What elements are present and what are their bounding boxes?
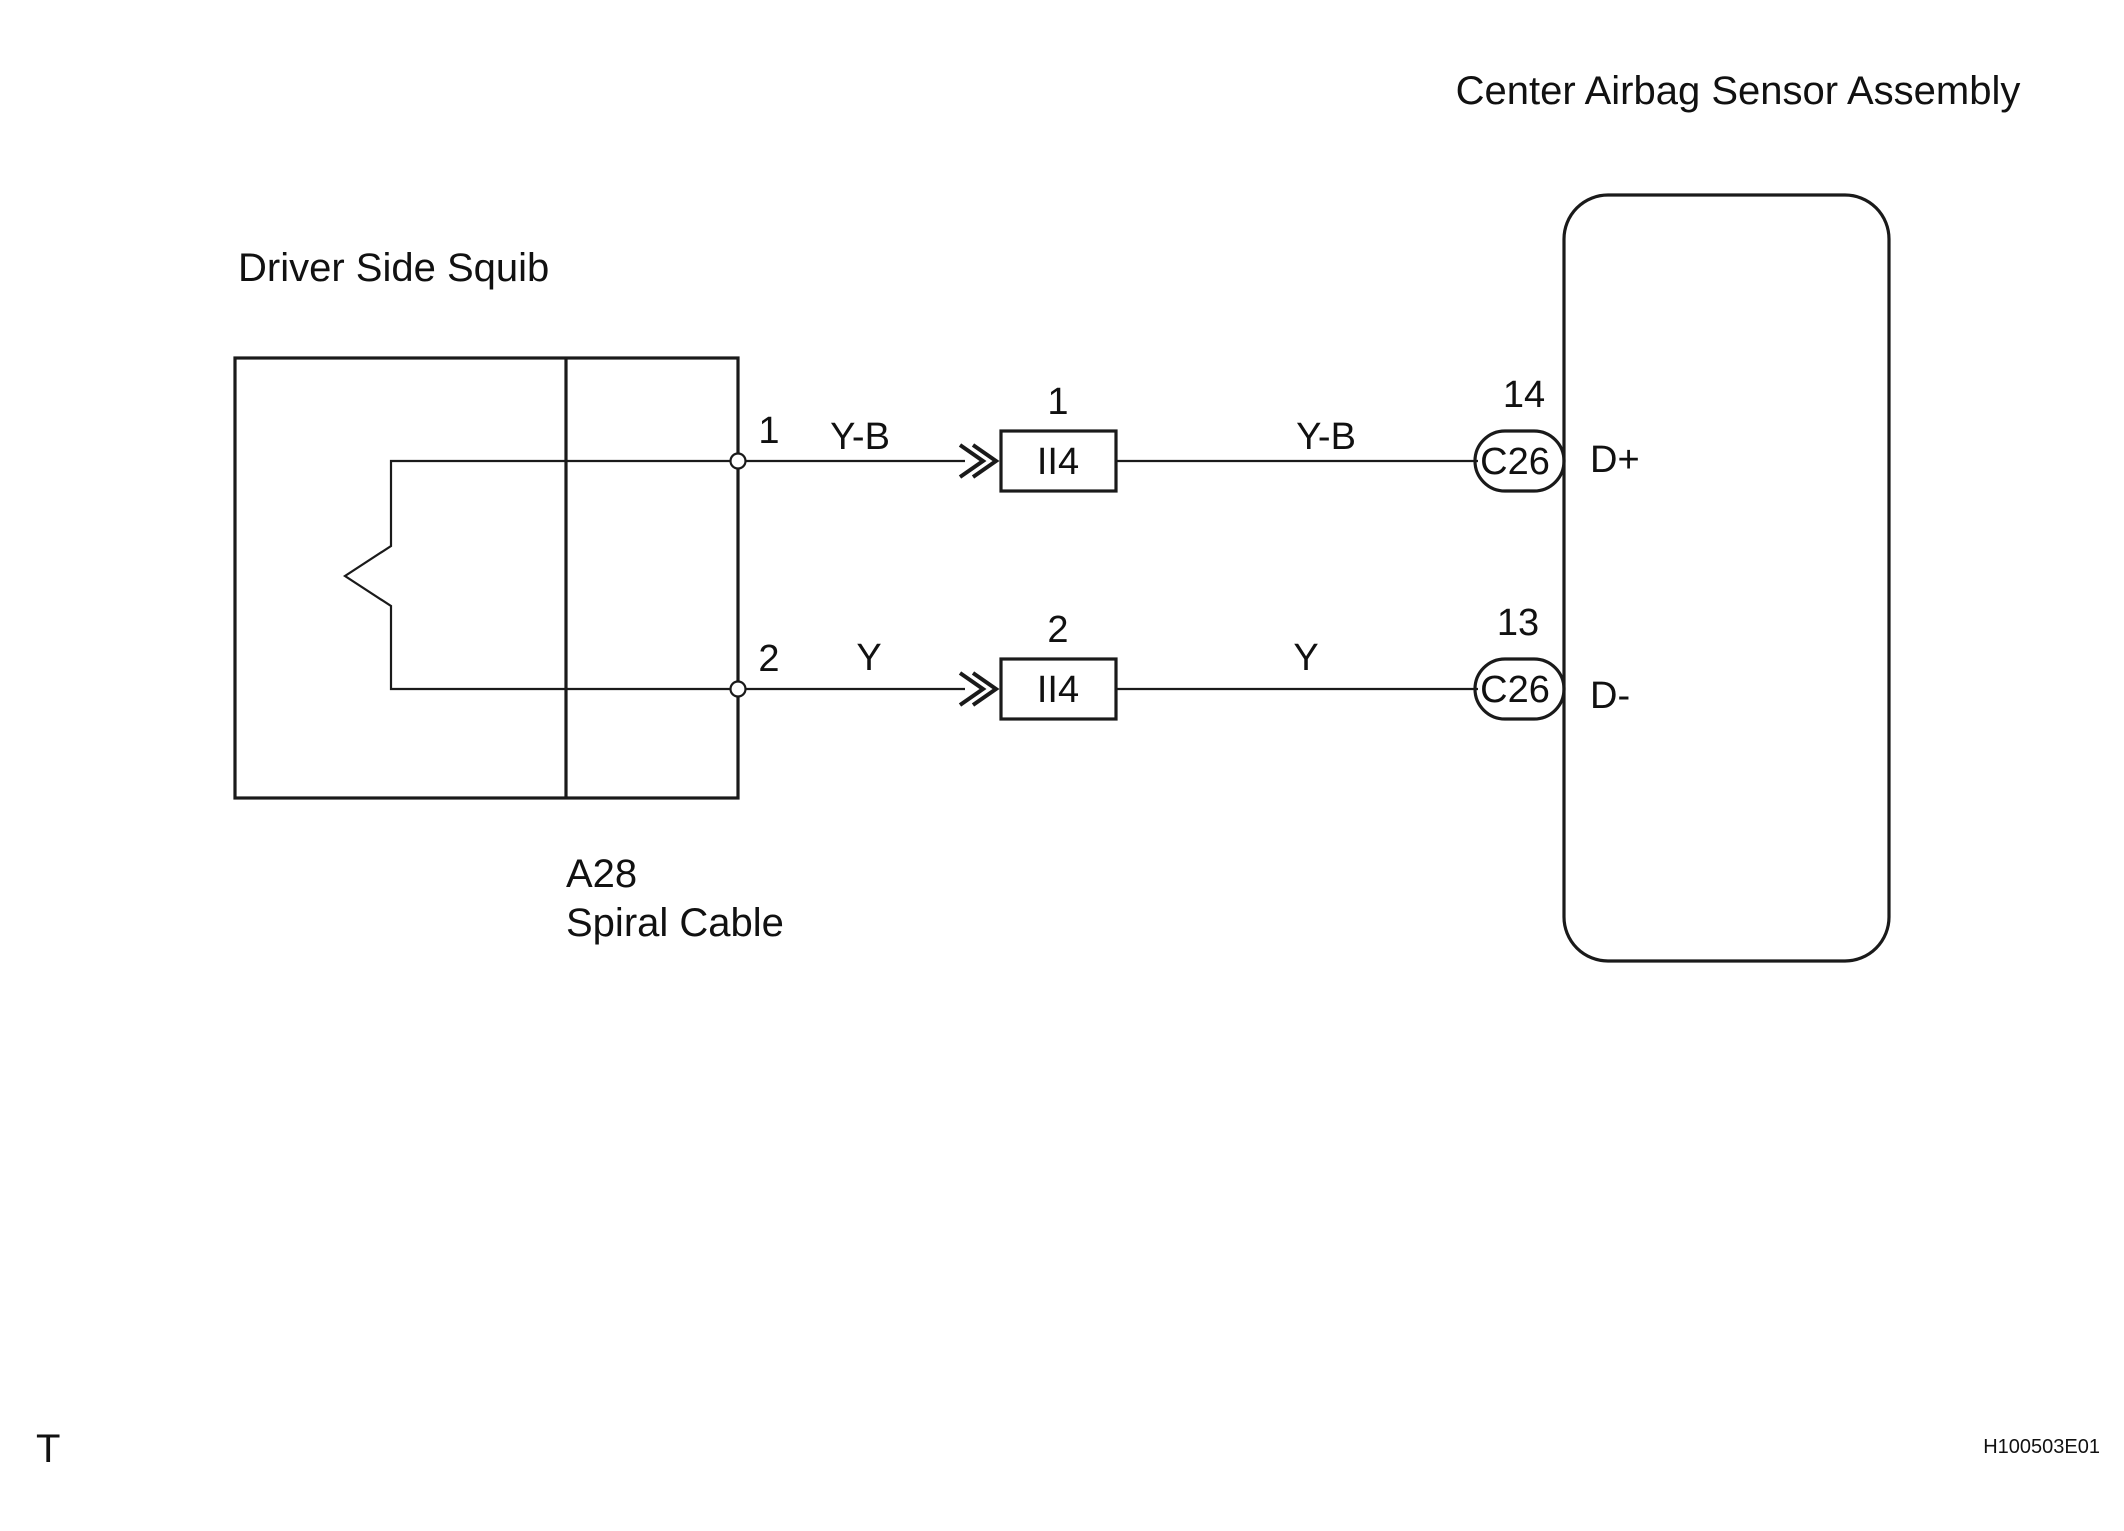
junction-code-1: II4 bbox=[1037, 441, 1079, 483]
terminal-d-minus: D- bbox=[1590, 675, 1630, 717]
junction-code-2: II4 bbox=[1037, 669, 1079, 711]
wire-color-1-left: Y-B bbox=[830, 416, 890, 458]
ecu-pin-13: 13 bbox=[1497, 602, 1539, 644]
circuit-1: II4 1 1 Y-B Y-B 14 C26 D+ bbox=[746, 374, 1640, 493]
sensor-assembly-outline bbox=[1562, 193, 1891, 963]
squib-pin-2: 2 bbox=[758, 638, 779, 680]
circuit-2: II4 2 2 Y Y 13 C26 D- bbox=[746, 602, 1630, 721]
spiral-cable-code: A28 bbox=[566, 852, 637, 896]
squib-spiral-cable-block bbox=[233, 356, 747, 800]
squib-outline bbox=[233, 356, 740, 800]
ecu-pin-14: 14 bbox=[1503, 374, 1545, 416]
squib-terminal-1 bbox=[729, 452, 747, 470]
squib-pin-1: 1 bbox=[758, 410, 779, 452]
junction-pin-1: 1 bbox=[1047, 381, 1068, 423]
driver-squib-label: Driver Side Squib bbox=[238, 246, 549, 290]
connector-arrow-icon bbox=[958, 671, 1000, 707]
ecu-connector-code-2: C26 bbox=[1480, 669, 1550, 711]
sensor-assembly-label: Center Airbag Sensor Assembly bbox=[1456, 69, 2021, 113]
wire-color-2-right: Y bbox=[1293, 637, 1318, 679]
wire-color-1-right: Y-B bbox=[1296, 416, 1356, 458]
terminal-d-plus: D+ bbox=[1590, 439, 1640, 481]
connector-arrow-icon bbox=[958, 443, 1000, 479]
wire-color-2-left: Y bbox=[856, 637, 881, 679]
junction-pin-2: 2 bbox=[1047, 609, 1068, 651]
figure-code: H100503E01 bbox=[1983, 1436, 2100, 1458]
ecu-connector-code-1: C26 bbox=[1480, 441, 1550, 483]
squib-element bbox=[342, 459, 738, 691]
spiral-cable-label: Spiral Cable bbox=[566, 901, 784, 945]
corner-mark: T bbox=[36, 1427, 60, 1471]
squib-terminal-2 bbox=[729, 680, 747, 698]
